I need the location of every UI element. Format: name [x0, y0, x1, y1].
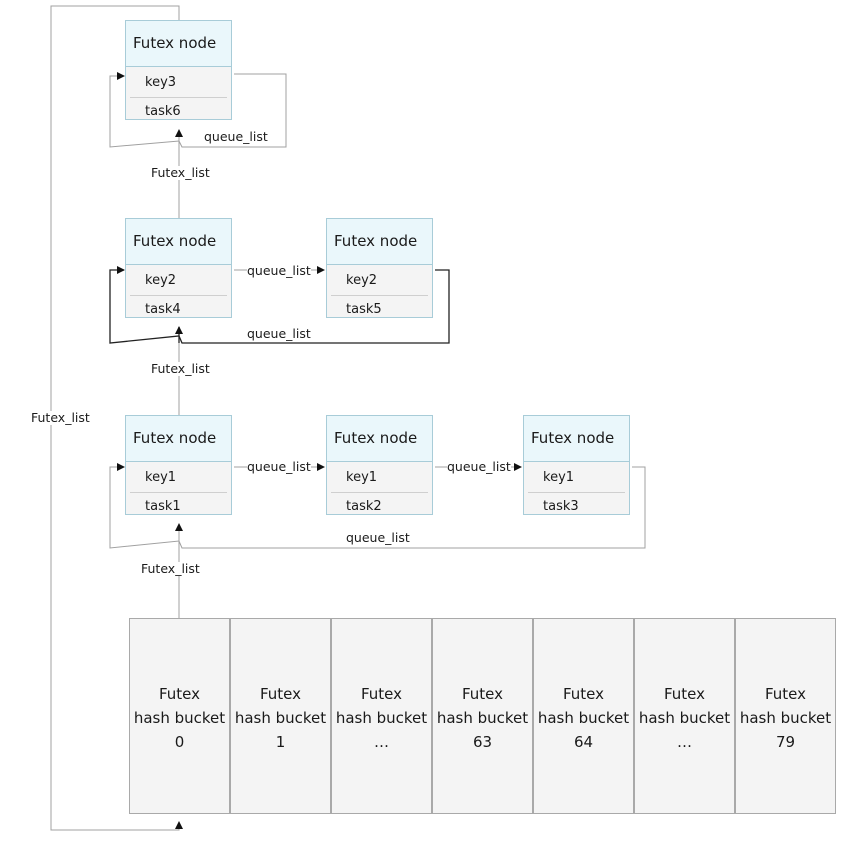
queue-list-label-key2-loop: queue_list — [247, 326, 311, 341]
bucket-line1: Futex — [259, 685, 302, 703]
bucket-line2: hash bucket — [537, 709, 630, 727]
hash-bucket-79: Futex hash bucket 79 — [735, 618, 836, 814]
futex-list-label-upper: Futex_list — [151, 165, 210, 180]
queue-list-label-key1-arrow-a: queue_list — [247, 459, 311, 474]
bucket-line1: Futex — [360, 685, 403, 703]
field-divider — [130, 97, 227, 98]
hash-bucket-0: Futex hash bucket 0 — [129, 618, 230, 814]
hash-bucket-1: Futex hash bucket 1 — [230, 618, 331, 814]
bucket-line1: Futex — [562, 685, 605, 703]
queue-list-label-key2-arrow: queue_list — [247, 263, 311, 278]
field-divider — [130, 295, 227, 296]
node-title: Futex node — [126, 416, 231, 462]
futex-node-key3-task6: Futex node key3 task6 — [125, 20, 232, 120]
node-title: Futex node — [327, 416, 432, 462]
node-key: key1 — [543, 470, 575, 485]
hash-bucket-ellipsis-b: Futex hash bucket … — [634, 618, 735, 814]
node-key: key2 — [145, 273, 177, 288]
node-key: key2 — [346, 273, 378, 288]
hash-bucket-ellipsis-a: Futex hash bucket … — [331, 618, 432, 814]
node-task: task6 — [145, 104, 181, 119]
bucket-line1: Futex — [158, 685, 201, 703]
bucket-line2: hash bucket — [739, 709, 832, 727]
futex-node-key2-task4: Futex node key2 task4 — [125, 218, 232, 318]
bucket-line2: hash bucket — [234, 709, 327, 727]
node-key: key3 — [145, 75, 177, 90]
queue-list-label-key1-arrow-b: queue_list — [447, 459, 511, 474]
bucket-line1: Futex — [764, 685, 807, 703]
futex-list-label-middle: Futex_list — [151, 361, 210, 376]
queue-loop-key3 — [109, 72, 287, 148]
bucket-index: … — [677, 733, 692, 751]
bucket-line2: hash bucket — [436, 709, 529, 727]
hash-bucket-63: Futex hash bucket 63 — [432, 618, 533, 814]
bucket-index: 63 — [472, 733, 493, 751]
bucket-line1: Futex — [663, 685, 706, 703]
bucket-index: 1 — [275, 733, 286, 751]
node-task: task1 — [145, 499, 181, 514]
node-task: task4 — [145, 302, 181, 317]
field-divider — [331, 295, 428, 296]
queue-loop-key2 — [109, 266, 450, 344]
node-task: task5 — [346, 302, 382, 317]
futex-list-label-outer: Futex_list — [31, 410, 90, 425]
hash-bucket-64: Futex hash bucket 64 — [533, 618, 634, 814]
bucket-index: 79 — [775, 733, 796, 751]
node-title: Futex node — [327, 219, 432, 265]
node-key: key1 — [145, 470, 177, 485]
futex-node-key1-task2: Futex node key1 task2 — [326, 415, 433, 515]
queue-list-label-key1-loop: queue_list — [346, 530, 410, 545]
node-key: key1 — [346, 470, 378, 485]
futex-node-key1-task3: Futex node key1 task3 — [523, 415, 630, 515]
queue-list-label-key3-loop: queue_list — [204, 129, 268, 144]
node-title: Futex node — [524, 416, 629, 462]
futex-node-key1-task1: Futex node key1 task1 — [125, 415, 232, 515]
bucket-line2: hash bucket — [335, 709, 428, 727]
queue-loop-key1 — [109, 463, 646, 549]
futex-node-key2-task5: Futex node key2 task5 — [326, 218, 433, 318]
field-divider — [130, 492, 227, 493]
bucket-index: 0 — [174, 733, 185, 751]
node-title: Futex node — [126, 21, 231, 67]
bucket-index: 64 — [573, 733, 594, 751]
futex-list-label-lower: Futex_list — [141, 561, 200, 576]
node-task: task3 — [543, 499, 579, 514]
node-task: task2 — [346, 499, 382, 514]
field-divider — [528, 492, 625, 493]
bucket-line2: hash bucket — [638, 709, 731, 727]
bucket-line1: Futex — [461, 685, 504, 703]
bucket-line2: hash bucket — [133, 709, 226, 727]
field-divider — [331, 492, 428, 493]
bucket-index: … — [374, 733, 389, 751]
node-title: Futex node — [126, 219, 231, 265]
